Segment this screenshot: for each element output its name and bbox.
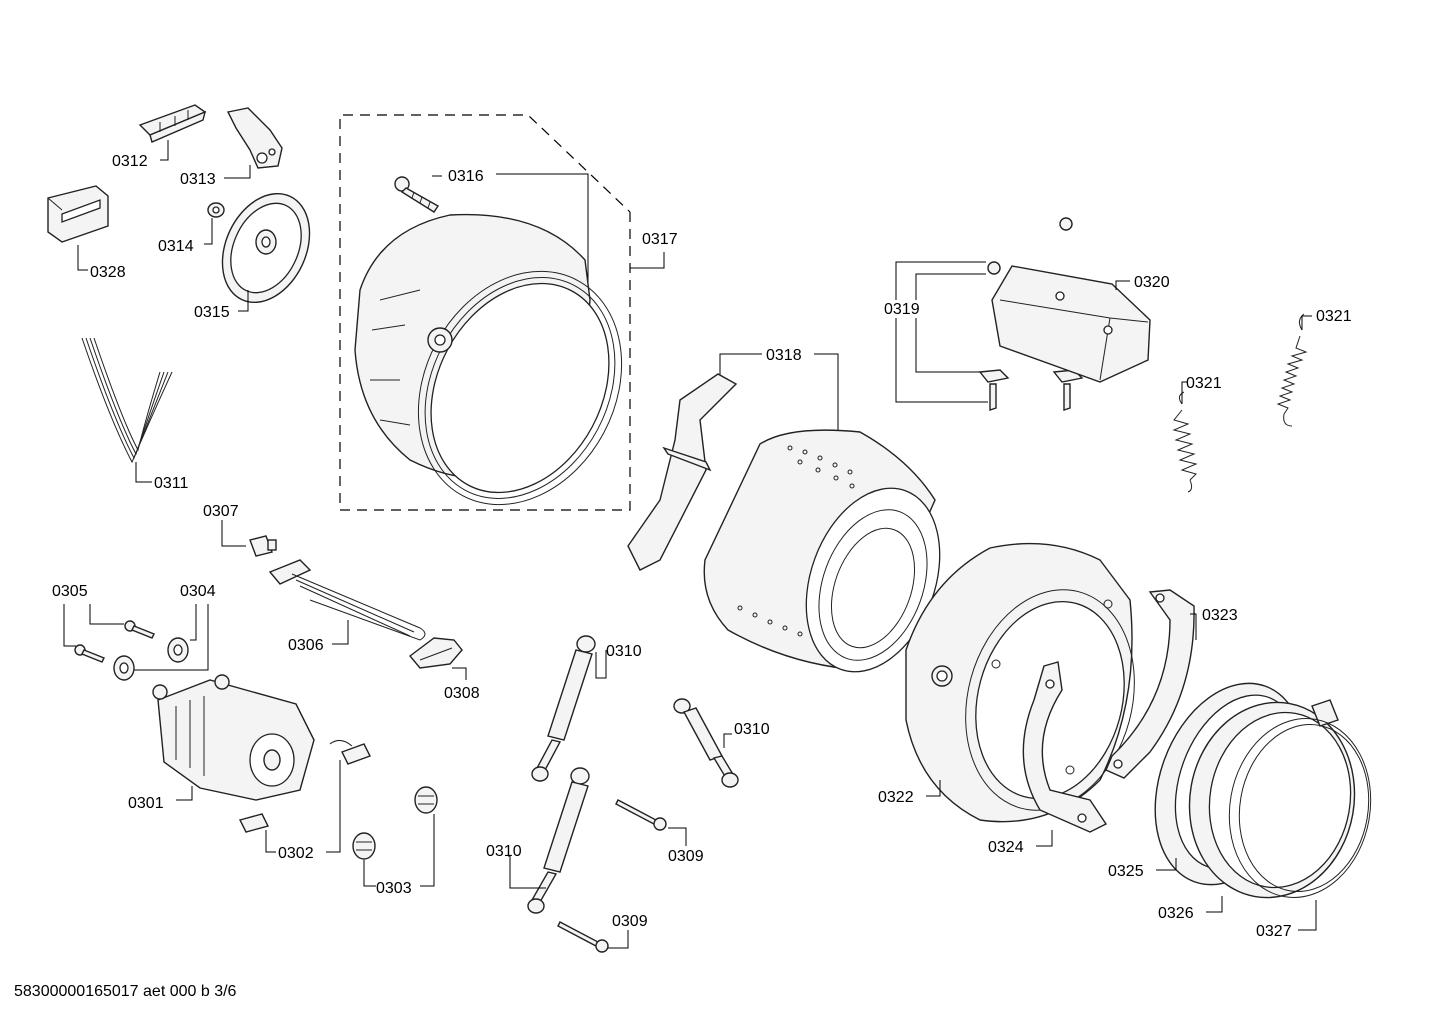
part-0303-feet-drawing bbox=[352, 786, 438, 860]
part-0310-damper-right-drawing bbox=[673, 698, 739, 788]
part-0307-sensor-drawing bbox=[249, 535, 277, 557]
label-0302: 0302 bbox=[278, 845, 314, 862]
label-0309-upper: 0309 bbox=[668, 848, 704, 865]
label-0320: 0320 bbox=[1134, 274, 1170, 291]
label-0315: 0315 bbox=[194, 304, 230, 321]
drum-perforation-dots bbox=[737, 445, 855, 637]
label-0316: 0316 bbox=[448, 168, 484, 185]
part-0313-holder-drawing bbox=[226, 107, 283, 169]
part-0324-arc-bracket-drawing bbox=[1022, 661, 1108, 833]
part-0304-bushings-drawing bbox=[113, 637, 189, 681]
label-0307: 0307 bbox=[203, 503, 239, 520]
part-0305-screws-drawing bbox=[74, 620, 155, 663]
label-0312: 0312 bbox=[112, 153, 148, 170]
document-reference-footer: 58300000165017 aet 000 b 3/6 bbox=[14, 983, 237, 1000]
part-0317-tub-rear-drawing bbox=[354, 213, 623, 506]
label-0328: 0328 bbox=[90, 264, 126, 281]
part-0314-nut-drawing bbox=[207, 202, 225, 218]
label-0324: 0324 bbox=[988, 839, 1024, 856]
label-0310-lower: 0310 bbox=[486, 843, 522, 860]
part-0309-bolt-lower-drawing bbox=[557, 921, 609, 953]
part-0327-clamp-ring-drawing bbox=[1228, 718, 1372, 898]
label-0318: 0318 bbox=[766, 347, 802, 364]
part-0321-spring-right-drawing bbox=[1276, 313, 1308, 427]
label-0310-upper: 0310 bbox=[606, 643, 642, 660]
part-0311-belt-drawing bbox=[81, 337, 173, 464]
label-0309-lower: 0309 bbox=[612, 913, 648, 930]
part-0316-screw-drawing bbox=[394, 176, 440, 213]
part-0310-damper-lower-drawing bbox=[527, 767, 590, 914]
label-0301: 0301 bbox=[128, 795, 164, 812]
part-0326-door-seal-drawing bbox=[1188, 699, 1356, 899]
label-0322: 0322 bbox=[878, 789, 914, 806]
label-0314: 0314 bbox=[158, 238, 194, 255]
label-0310-right: 0310 bbox=[734, 721, 770, 738]
part-0323-front-arc-drawing bbox=[1105, 589, 1195, 779]
part-0315-pulley-drawing bbox=[221, 192, 311, 304]
label-0317: 0317 bbox=[642, 231, 678, 248]
part-0318-drum-drawing bbox=[627, 373, 941, 673]
label-0305: 0305 bbox=[52, 583, 88, 600]
label-0303: 0303 bbox=[376, 880, 412, 897]
label-0311: 0311 bbox=[154, 475, 189, 492]
part-0328-cover-drawing bbox=[47, 185, 109, 243]
part-0312-bracket-drawing bbox=[138, 104, 207, 143]
part-0322-tub-front-drawing bbox=[905, 542, 1135, 823]
part-0321-spring-left-drawing bbox=[1172, 391, 1198, 493]
label-0313: 0313 bbox=[180, 171, 216, 188]
group-0317-dashed-outline bbox=[339, 114, 631, 511]
part-0310-damper-upper-drawing bbox=[531, 635, 596, 782]
part-0319-nuts-and-screws-drawing bbox=[978, 217, 1084, 411]
label-0326: 0326 bbox=[1158, 905, 1194, 922]
label-0327: 0327 bbox=[1256, 923, 1292, 940]
label-0321-left: 0321 bbox=[1186, 375, 1222, 392]
label-0319: 0319 bbox=[884, 301, 920, 318]
label-0308: 0308 bbox=[444, 685, 480, 702]
part-0301-motor-drawing bbox=[152, 674, 315, 801]
part-0309-bolt-upper-drawing bbox=[615, 799, 667, 831]
part-0320-counterweight-drawing bbox=[991, 265, 1151, 383]
label-0325: 0325 bbox=[1108, 863, 1144, 880]
part-0308-clamp-drawing bbox=[408, 637, 463, 669]
label-0321-right: 0321 bbox=[1316, 308, 1352, 325]
label-0306: 0306 bbox=[288, 637, 324, 654]
part-0302-brushes-drawing bbox=[238, 740, 371, 833]
label-0304: 0304 bbox=[180, 583, 216, 600]
label-0323: 0323 bbox=[1202, 607, 1238, 624]
part-0306-heater-drawing bbox=[268, 559, 426, 641]
